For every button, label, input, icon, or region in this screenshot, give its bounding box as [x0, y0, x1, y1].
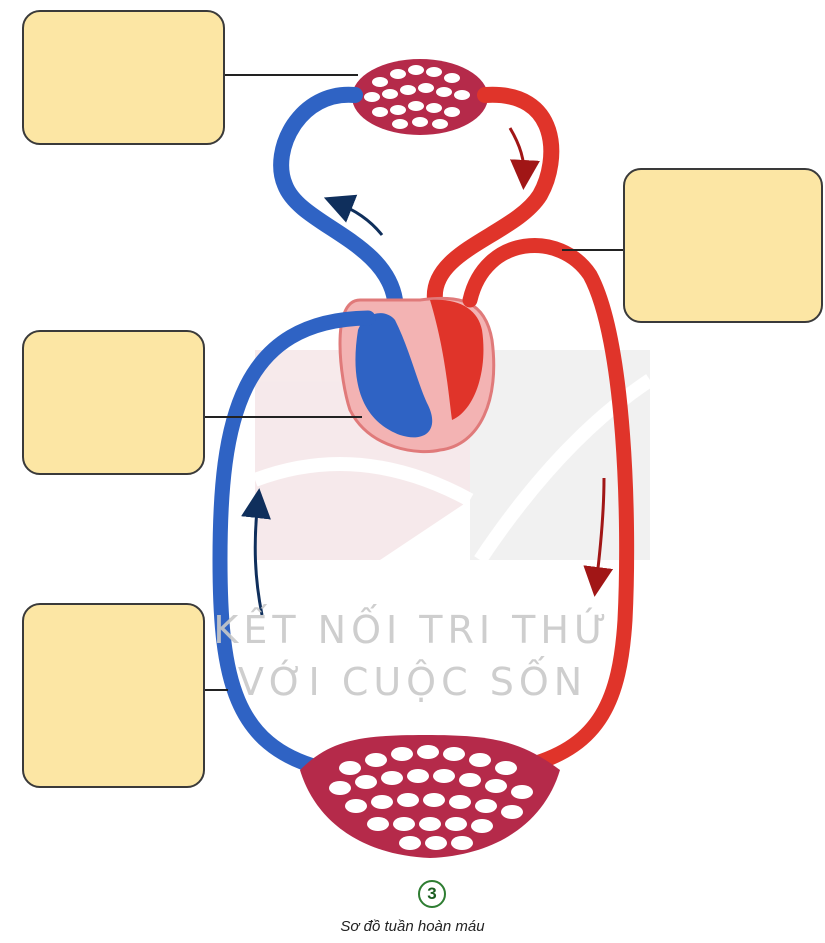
label-box-heart[interactable] [22, 330, 205, 475]
label-box-lung[interactable] [22, 10, 225, 145]
figure-caption: Sơ đồ tuần hoàn máu [0, 918, 825, 935]
lung-capillary-bed [352, 59, 488, 135]
watermark-line-2: VỚI CUỘC SỐN [0, 660, 825, 704]
flow-arrow-pulmonary-return [510, 128, 524, 178]
label-box-aorta[interactable] [623, 168, 823, 323]
figure-number-badge: 3 [418, 880, 446, 908]
watermark-line-1: KẾT NỐI TRI THỨ [0, 608, 825, 652]
body-capillary-bed [300, 735, 560, 858]
